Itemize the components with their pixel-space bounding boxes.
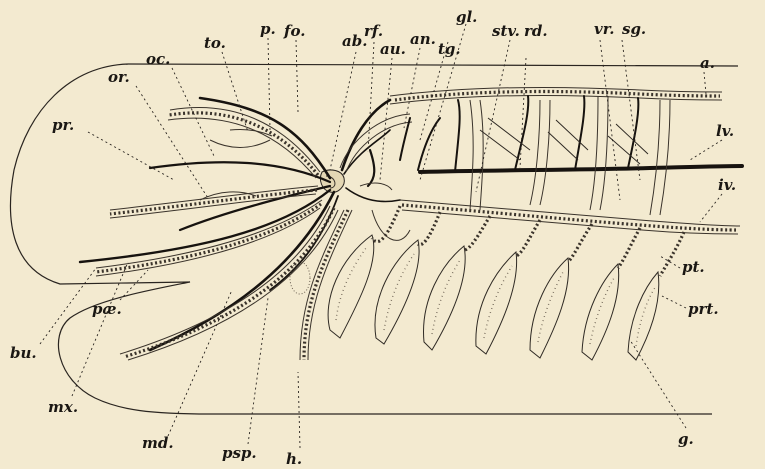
label-rf: rf. <box>364 22 383 40</box>
label-g: g. <box>678 430 694 448</box>
label-psp: psp. <box>222 444 257 462</box>
label-md: md. <box>142 434 174 452</box>
label-gl: gl. <box>456 8 477 26</box>
label-tg: tg. <box>438 40 461 58</box>
label-oc: oc. <box>146 50 170 68</box>
dorsal-vessel <box>342 88 722 170</box>
label-iv: iv. <box>718 176 736 194</box>
central-ganglion <box>320 170 344 192</box>
label-mx: mx. <box>48 398 78 416</box>
leader-lines <box>40 24 722 448</box>
label-an: an. <box>410 30 436 48</box>
label-pr: pr. <box>52 116 74 134</box>
label-p: p. <box>260 20 276 38</box>
label-bu: bu. <box>10 344 37 362</box>
dorsal-branches <box>455 96 670 215</box>
lateral-nerve <box>420 166 742 172</box>
label-lv: lv. <box>716 122 734 140</box>
label-to: to. <box>204 34 226 52</box>
label-fo: fo. <box>283 22 305 40</box>
label-rd: rd. <box>524 22 548 40</box>
label-pa: pæ. <box>92 300 122 318</box>
label-prt: prt. <box>688 300 719 318</box>
ventral-vessel <box>400 200 740 234</box>
label-or: or. <box>108 68 130 86</box>
label-vr: vr. <box>594 20 614 38</box>
body-outline <box>10 64 738 414</box>
label-a: a. <box>700 54 715 72</box>
label-sg: sg. <box>622 20 646 38</box>
label-stv: stv. <box>492 22 520 40</box>
label-pt: pt. <box>682 258 705 276</box>
head-vessels <box>96 108 352 360</box>
aortic-arch <box>340 114 440 240</box>
label-au: au. <box>380 40 406 58</box>
label-h: h. <box>286 450 302 468</box>
